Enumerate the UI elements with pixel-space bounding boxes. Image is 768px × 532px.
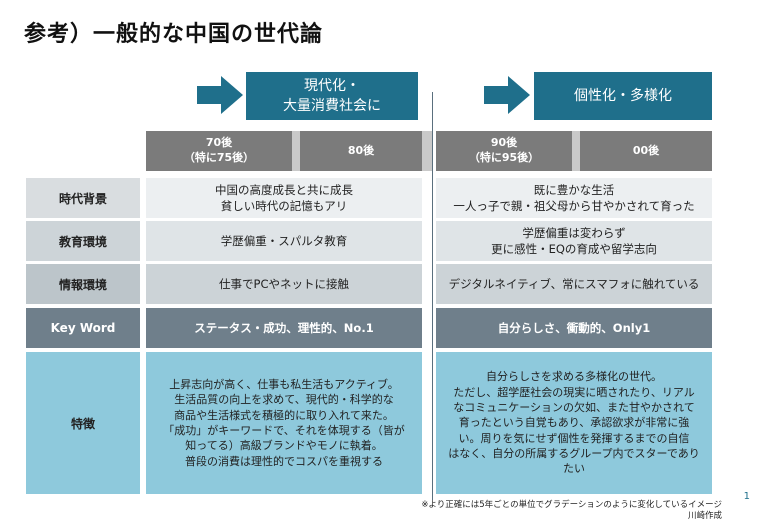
- row-label-background: 時代背景: [26, 178, 140, 218]
- era-box-diversification: 個性化・多様化: [534, 72, 712, 120]
- cell-background-left: 中国の高度成長と共に成長貧しい時代の記憶もアリ: [146, 178, 422, 218]
- cell-keyword-right: 自分らしさ、衝動的、Only1: [436, 308, 712, 348]
- cell-keyword-left: ステータス・成功、理性的、No.1: [146, 308, 422, 348]
- generation-90s: 90後（特に95後）: [436, 131, 572, 171]
- cell-information-right: デジタルネイティブ、常にスマフォに触れている: [436, 264, 712, 304]
- cell-features-right: 自分らしさを求める多様化の世代。 ただし、超学歴社会の現実に晒されたり、リアル …: [436, 352, 712, 494]
- era-box-modernization: 現代化・大量消費社会に: [246, 72, 418, 120]
- cell-education-left: 学歴偏重・スパルタ教育: [146, 221, 422, 261]
- cell-education-right: 学歴偏重は変わらず更に感性・EQの育成や留学志向: [436, 221, 712, 261]
- generation-80s: 80後: [300, 131, 422, 171]
- page-title: 参考）一般的な中国の世代論: [24, 22, 324, 47]
- right-arrow-icon: [197, 76, 243, 114]
- page-number: 1: [743, 491, 750, 502]
- era-divider: [432, 92, 433, 500]
- generation-70s: 70後（特に75後）: [146, 131, 292, 171]
- right-arrow-icon: [484, 76, 530, 114]
- cell-features-left: 上昇志向が高く、仕事も私生活もアクティブ。 生活品質の向上を求めて、現代的・科学…: [146, 352, 422, 494]
- row-label-features: 特徴: [26, 352, 140, 494]
- cell-background-right: 既に豊かな生活一人っ子で親・祖父母から甘やかされて育った: [436, 178, 712, 218]
- row-label-education: 教育環境: [26, 221, 140, 261]
- cell-information-left: 仕事でPCやネットに接触: [146, 264, 422, 304]
- row-label-keyword: Key Word: [26, 308, 140, 348]
- footnote: ※より正確には5年ごとの単位でグラデーションのように変化しているイメージ 川崎作…: [421, 500, 722, 522]
- generation-bar-gap: [572, 131, 580, 171]
- generation-00s: 00後: [580, 131, 712, 171]
- row-label-information: 情報環境: [26, 264, 140, 304]
